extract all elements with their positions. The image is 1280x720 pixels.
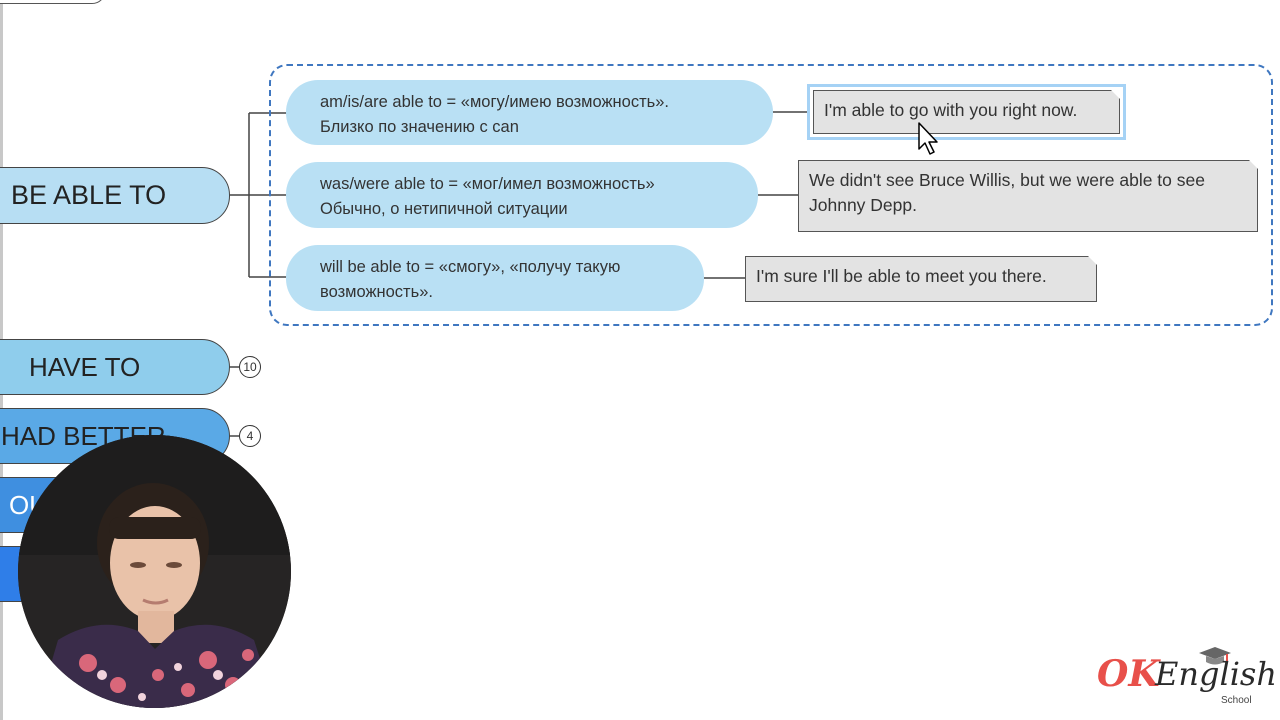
presenter-webcam — [18, 435, 291, 708]
topic-node-partial[interactable] — [0, 0, 106, 4]
logo-english-text: English — [1155, 655, 1277, 693]
subtopic-past[interactable]: was/were able to = «мог/имел возможность… — [286, 162, 758, 228]
example-text: I'm able to go with you right now. — [824, 100, 1078, 120]
example-text: We didn't see Bruce Willis, but we were … — [809, 170, 1205, 190]
topic-label: HAVE TO — [29, 351, 141, 382]
example-note-past[interactable]: We didn't see Bruce Willis, but we were … — [798, 160, 1258, 232]
ok-english-logo: OK English School — [1097, 645, 1277, 709]
collapsed-count-badge[interactable]: 4 — [239, 425, 261, 447]
mouse-pointer-icon — [918, 122, 938, 155]
collapsed-count-badge[interactable]: 10 — [239, 356, 261, 378]
example-text: I'm sure I'll be able to meet you there. — [756, 266, 1047, 286]
example-text: Johnny Depp. — [809, 195, 917, 215]
subtopic-line: Обычно, о нетипичной ситуации — [320, 200, 568, 218]
subtopic-line: am/is/are able to = «могу/имею возможнос… — [320, 93, 669, 111]
subtopic-present[interactable]: am/is/are able to = «могу/имею возможнос… — [286, 80, 773, 145]
subtopic-line: was/were able to = «мог/имел возможность… — [320, 175, 655, 193]
example-note-future[interactable]: I'm sure I'll be able to meet you there. — [745, 256, 1097, 302]
logo-ok-text: OK — [1097, 653, 1160, 695]
presenter-image — [18, 435, 291, 708]
subtopic-line: возможность». — [320, 283, 433, 301]
subtopic-future[interactable]: will be able to = «смогу», «получу такую… — [286, 245, 704, 311]
logo-school-text: School — [1221, 695, 1252, 706]
topic-label: BE ABLE TO — [11, 180, 167, 210]
example-note-present[interactable]: I'm able to go with you right now. — [813, 90, 1120, 134]
subtopic-line: will be able to = «смогу», «получу такую — [320, 258, 621, 276]
topic-have-to[interactable]: HAVE TO — [0, 339, 230, 395]
subtopic-line: Близко по значению с can — [320, 118, 519, 136]
topic-be-able-to[interactable]: BE ABLE TO — [0, 167, 230, 224]
graduation-cap-icon — [1199, 647, 1231, 665]
boundary-frame[interactable] — [269, 64, 1273, 326]
